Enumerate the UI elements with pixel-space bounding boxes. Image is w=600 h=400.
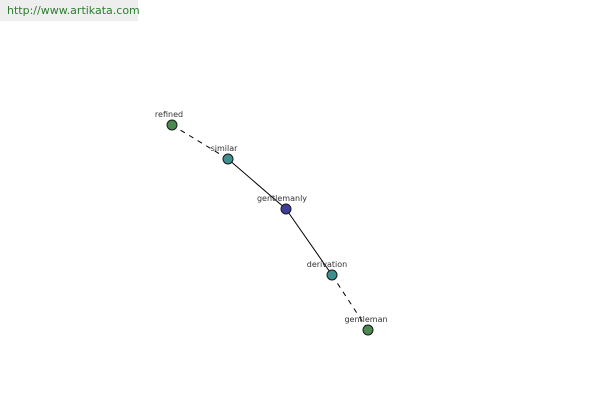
node-label-derivation: derivation: [307, 260, 347, 269]
edge-gentlemanly-derivation: [285, 208, 333, 276]
edge-similar-gentlemanly: [227, 158, 287, 210]
node-label-refined: refined: [155, 110, 183, 119]
edge-refined-similar: [171, 124, 229, 160]
node-circle-gentleman[interactable]: [362, 324, 374, 336]
graph-nodes: refined similar gentlemanly derivation gentl…: [155, 110, 388, 336]
node-label-gentlemanly: gentlemanly: [257, 194, 307, 203]
node-circle-refined[interactable]: [166, 119, 178, 131]
node-gentleman[interactable]: gentleman: [344, 315, 388, 336]
node-refined[interactable]: refined: [155, 110, 183, 131]
node-label-gentleman: gentleman: [344, 315, 387, 324]
node-circle-derivation[interactable]: [326, 269, 338, 281]
graph-edges: [171, 124, 369, 331]
node-gentlemanly[interactable]: gentlemanly: [257, 194, 307, 215]
node-derivation[interactable]: derivation: [307, 260, 347, 281]
source-url-link[interactable]: http://www.artikata.com: [0, 0, 140, 21]
edge-derivation-gentleman: [331, 274, 369, 331]
node-circle-similar[interactable]: [222, 153, 234, 165]
node-circle-gentlemanly[interactable]: [280, 203, 292, 215]
node-label-similar: similar: [211, 144, 239, 153]
node-similar[interactable]: similar: [211, 144, 239, 165]
